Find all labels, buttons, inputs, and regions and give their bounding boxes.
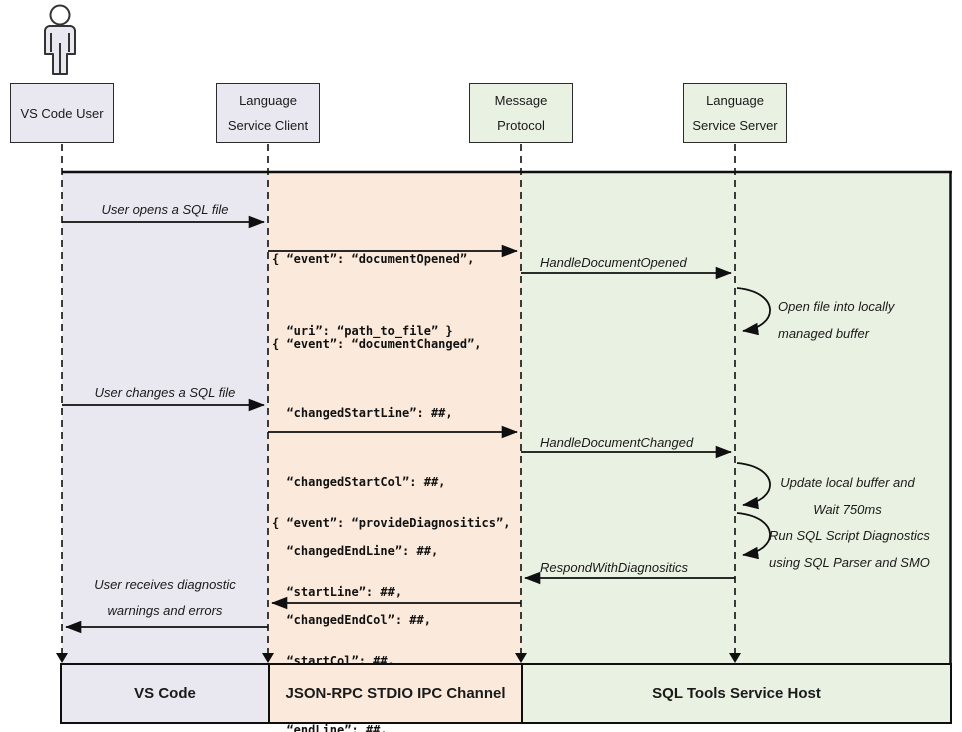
note-run-sql-diagnostics: Run SQL Script Diagnostics using SQL Par…	[769, 522, 930, 576]
actor-label: Language	[239, 93, 297, 108]
lane-vs-code: VS Code	[62, 665, 268, 722]
payload-line: “startLine”: ##,	[272, 585, 403, 599]
payload-document-changed: { “event”: “documentChanged”, “changedSt…	[272, 287, 503, 732]
actor-label: Protocol	[497, 118, 545, 133]
label-line: User receives diagnostic	[94, 577, 236, 592]
payload-line: “changedEndLine”: ##,	[272, 544, 439, 558]
note-line: managed buffer	[778, 326, 870, 341]
actor-box-vs-code-user: VS Code User	[10, 83, 114, 143]
payload-line: { “event”: “documentChanged”,	[272, 337, 482, 351]
lane-label: SQL Tools Service Host	[652, 685, 821, 702]
payload-line: “uri”: “path_to_file” }	[272, 324, 453, 338]
lane-label: VS Code	[134, 685, 196, 702]
label-respond-with-diagnostics: RespondWithDiagnositics	[540, 560, 689, 575]
band-ipc-channel	[268, 173, 521, 663]
label-user-opens-sql-file: User opens a SQL file	[101, 202, 229, 217]
note-line: Open file into locally	[778, 299, 895, 314]
label-handle-document-changed: HandleDocumentChanged	[540, 435, 694, 450]
payload-line: { “event”: “documentOpened”,	[272, 252, 475, 266]
payload-line: “changedEndCol”: ##,	[272, 613, 431, 627]
actor-box-message-protocol: Message Protocol	[469, 83, 573, 143]
actor-label: Language	[706, 93, 764, 108]
band-vs-code	[62, 173, 268, 663]
actor-label: Message	[494, 93, 548, 108]
note-open-file-buffer: Open file into locally managed buffer	[778, 293, 894, 347]
actor-box-language-service-client: Language Service Client	[216, 83, 320, 143]
label-line: warnings and errors	[107, 603, 223, 618]
payload-line: “changedStartCol”: ##,	[272, 475, 446, 489]
actor-box-language-service-server: Language Service Server	[683, 83, 787, 143]
person-icon	[44, 4, 76, 75]
note-update-buffer-wait: Update local buffer and Wait 750ms	[770, 469, 925, 523]
payload-line: “changedStartLine”: ##,	[272, 406, 453, 420]
actor-label: VS Code User	[20, 105, 104, 121]
actor-label: Service Server	[692, 118, 778, 133]
label-user-receives-diagnostics: User receives diagnostic warnings and er…	[62, 572, 268, 624]
actor-label: Service Client	[227, 118, 309, 133]
label-user-changes-sql-file: User changes a SQL file	[94, 385, 236, 400]
note-line: using SQL Parser and SMO	[769, 555, 930, 570]
payload-line: { “event”: “provideDiagnositics”,	[272, 516, 511, 530]
lane-json-rpc-channel: JSON-RPC STDIO IPC Channel	[268, 665, 521, 722]
note-line: Wait 750ms	[813, 502, 882, 517]
note-line: Run SQL Script Diagnostics	[769, 528, 930, 543]
payload-line: “endLine”: ##,	[272, 723, 388, 732]
lane-row: VS Code JSON-RPC STDIO IPC Channel SQL T…	[60, 663, 952, 724]
payload-provide-diagnostics: { “event”: “provideDiagnositics”, “start…	[272, 466, 510, 732]
lane-sql-tools-service-host: SQL Tools Service Host	[521, 665, 950, 722]
lane-label: JSON-RPC STDIO IPC Channel	[285, 685, 506, 702]
payload-document-opened: { “event”: “documentOpened”, “uri”: “pat…	[272, 199, 474, 391]
band-sql-tools-host	[521, 173, 950, 663]
label-handle-document-opened: HandleDocumentOpened	[540, 255, 687, 270]
note-line: Update local buffer and	[780, 475, 915, 490]
